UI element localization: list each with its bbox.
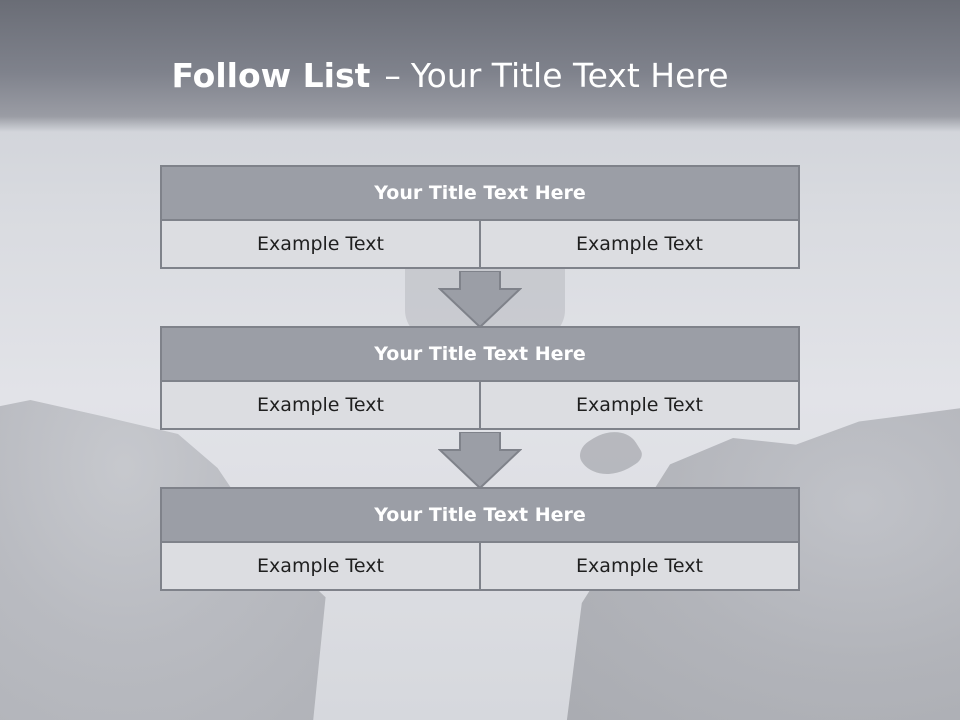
step-cell-right: Example Text: [481, 382, 800, 430]
step-block-1: Your Title Text Here Example Text Exampl…: [160, 165, 800, 269]
step-title: Your Title Text Here: [160, 326, 800, 382]
slide-title: Follow List–Your Title Text Here: [0, 52, 960, 100]
step-cell-left: Example Text: [160, 382, 481, 430]
step-cell-left: Example Text: [160, 221, 481, 269]
step-title: Your Title Text Here: [160, 165, 800, 221]
header-band: [0, 0, 960, 132]
slide-title-separator: –: [384, 56, 401, 95]
step-cell-right: Example Text: [481, 543, 800, 591]
step-block-3: Your Title Text Here Example Text Exampl…: [160, 487, 800, 591]
slide-title-bold: Follow List: [171, 56, 371, 95]
down-arrow-icon: [438, 432, 522, 490]
step-title: Your Title Text Here: [160, 487, 800, 543]
down-arrow-icon: [438, 271, 522, 329]
background-shoe: [574, 420, 646, 488]
step-row: Example Text Example Text: [160, 543, 800, 591]
step-row: Example Text Example Text: [160, 382, 800, 430]
slide-title-rest: Your Title Text Here: [410, 56, 729, 95]
step-cell-left: Example Text: [160, 543, 481, 591]
step-cell-right: Example Text: [481, 221, 800, 269]
step-block-2: Your Title Text Here Example Text Exampl…: [160, 326, 800, 430]
step-row: Example Text Example Text: [160, 221, 800, 269]
